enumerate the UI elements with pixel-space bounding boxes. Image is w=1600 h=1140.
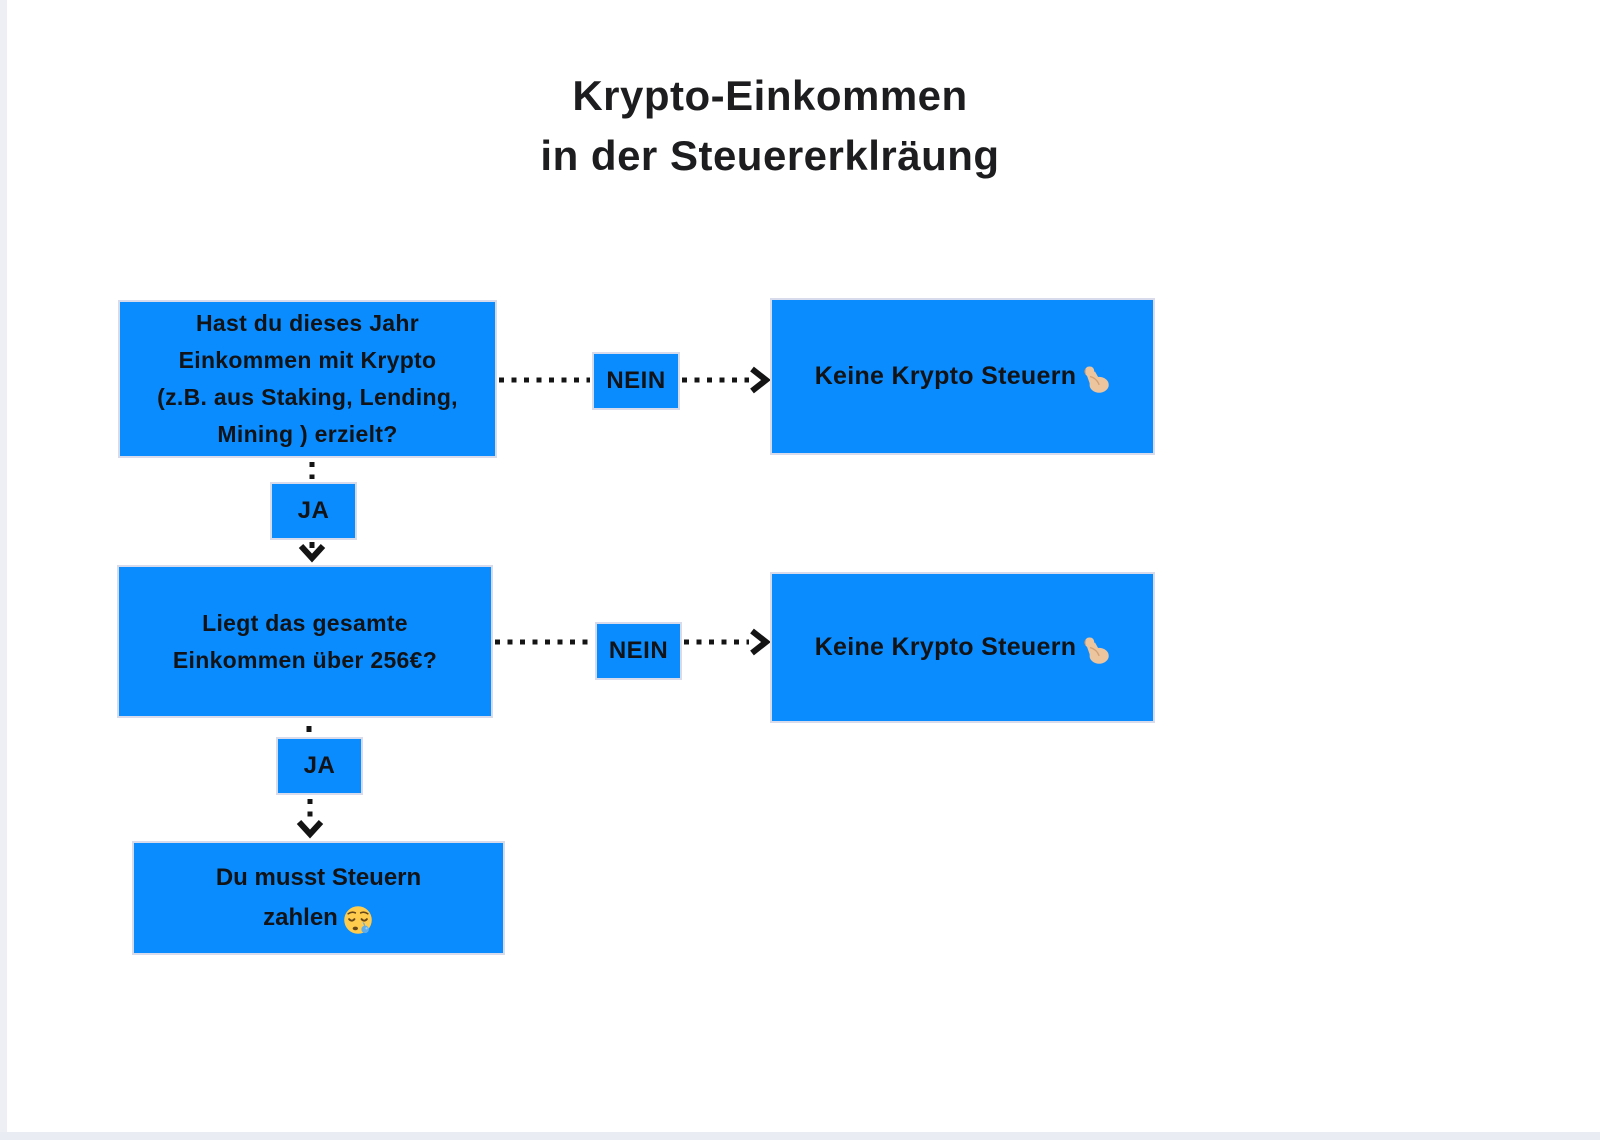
edge-label-text: NEIN: [606, 367, 666, 394]
result-label: Keine Krypto Steuern: [814, 633, 1077, 661]
arrowhead-down-icon: [296, 819, 324, 839]
edge-label-nein-2: NEIN: [595, 622, 682, 680]
edge-label-text: JA: [297, 497, 330, 524]
flexed-biceps-icon: [1080, 635, 1110, 665]
node-result-pay-taxes: Du musst Steuern zahlen: [132, 841, 505, 955]
node-question-income: Hast du dieses Jahr Einkommen mit Krypto…: [118, 300, 497, 458]
question-line: Liegt das gesamte: [202, 609, 408, 636]
question-line: Einkommen mit Krypto: [178, 347, 437, 373]
question-line: (z.B. aus Staking, Lending,: [157, 384, 458, 410]
node-result-no-taxes-1: Keine Krypto Steuern: [770, 298, 1155, 455]
node-question-threshold: Liegt das gesamte Einkommen über 256€?: [117, 565, 493, 718]
diagram-title-line2: in der Steuererklräung: [540, 132, 1000, 179]
result-line: Du musst Steuern: [215, 864, 422, 891]
edge-label-ja-1: JA: [270, 482, 357, 540]
canvas-left-gutter: [0, 0, 7, 1140]
result-line: zahlen: [263, 904, 338, 931]
arrowhead-right-icon: [750, 628, 771, 656]
node-result-no-taxes-2: Keine Krypto Steuern: [770, 572, 1155, 723]
arrowhead-down-icon: [298, 543, 326, 563]
diagram-title: Krypto-Einkommen in der Steuererklräung: [0, 66, 1540, 186]
result-label: Keine Krypto Steuern: [814, 362, 1077, 390]
diagram-title-line1: Krypto-Einkommen: [572, 72, 968, 119]
arrowhead-right-icon: [750, 366, 771, 394]
edge-label-ja-2: JA: [276, 737, 363, 795]
edge-label-text: NEIN: [608, 637, 669, 664]
sleepy-face-icon: [342, 904, 374, 936]
flexed-biceps-icon: [1080, 364, 1110, 394]
canvas-bottom-gutter: [0, 1132, 1600, 1140]
edge-label-text: JA: [303, 752, 336, 779]
edge-label-nein-1: NEIN: [592, 352, 680, 410]
question-line: Mining ) erzielt?: [217, 421, 398, 447]
question-line: Hast du dieses Jahr: [195, 310, 419, 336]
question-line: Einkommen über 256€?: [172, 646, 438, 673]
